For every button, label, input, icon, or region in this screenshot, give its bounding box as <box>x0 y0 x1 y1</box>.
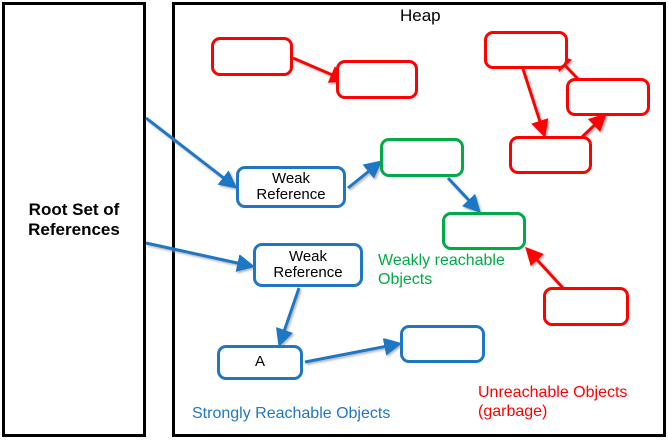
node-object-a[interactable]: A <box>217 345 303 380</box>
node-red-2[interactable] <box>336 60 418 99</box>
arrow-weakref2-to-objecta <box>275 287 301 347</box>
node-label-weak-ref-1: Weak Reference <box>256 169 326 203</box>
arrow-root-to-weakref1 <box>145 116 238 189</box>
unreachable-caption: Unreachable Objects (garbage) <box>478 384 628 420</box>
arrow-objecta-to-blueobj <box>304 337 403 364</box>
node-green-1[interactable] <box>380 138 464 177</box>
root-set-label: Root Set of References <box>28 200 120 240</box>
root-set-panel <box>2 2 146 437</box>
heap-title: Heap <box>400 6 441 25</box>
strongly-reachable-caption: Strongly Reachable Objects <box>192 405 391 422</box>
node-red-5[interactable] <box>509 136 592 174</box>
arrow-green1-to-green2 <box>446 176 481 214</box>
node-weak-ref-2[interactable]: Weak Reference <box>253 243 363 287</box>
arrow-root-to-weakref2 <box>145 241 256 272</box>
arrow-red5-to-red4 <box>580 113 608 139</box>
arrow-red6-to-green2 <box>525 246 565 290</box>
weakly-reachable-caption: Weakly reachable Objects <box>378 252 505 288</box>
heap-panel <box>172 2 666 437</box>
arrow-weakref1-to-green1 <box>347 160 383 190</box>
node-red-3[interactable] <box>484 31 568 69</box>
node-red-1[interactable] <box>211 37 293 76</box>
node-label-weak-ref-2: Weak Reference <box>273 247 343 281</box>
node-blue-obj[interactable] <box>400 325 485 363</box>
node-weak-ref-1[interactable]: Weak Reference <box>236 166 346 208</box>
node-red-6[interactable] <box>543 287 629 326</box>
node-red-4[interactable] <box>566 78 650 116</box>
arrow-red3-to-red5 <box>521 68 549 138</box>
arrow-red1-to-red2 <box>292 56 348 83</box>
node-label-object-a: A <box>254 353 265 371</box>
node-green-2[interactable] <box>442 212 526 250</box>
